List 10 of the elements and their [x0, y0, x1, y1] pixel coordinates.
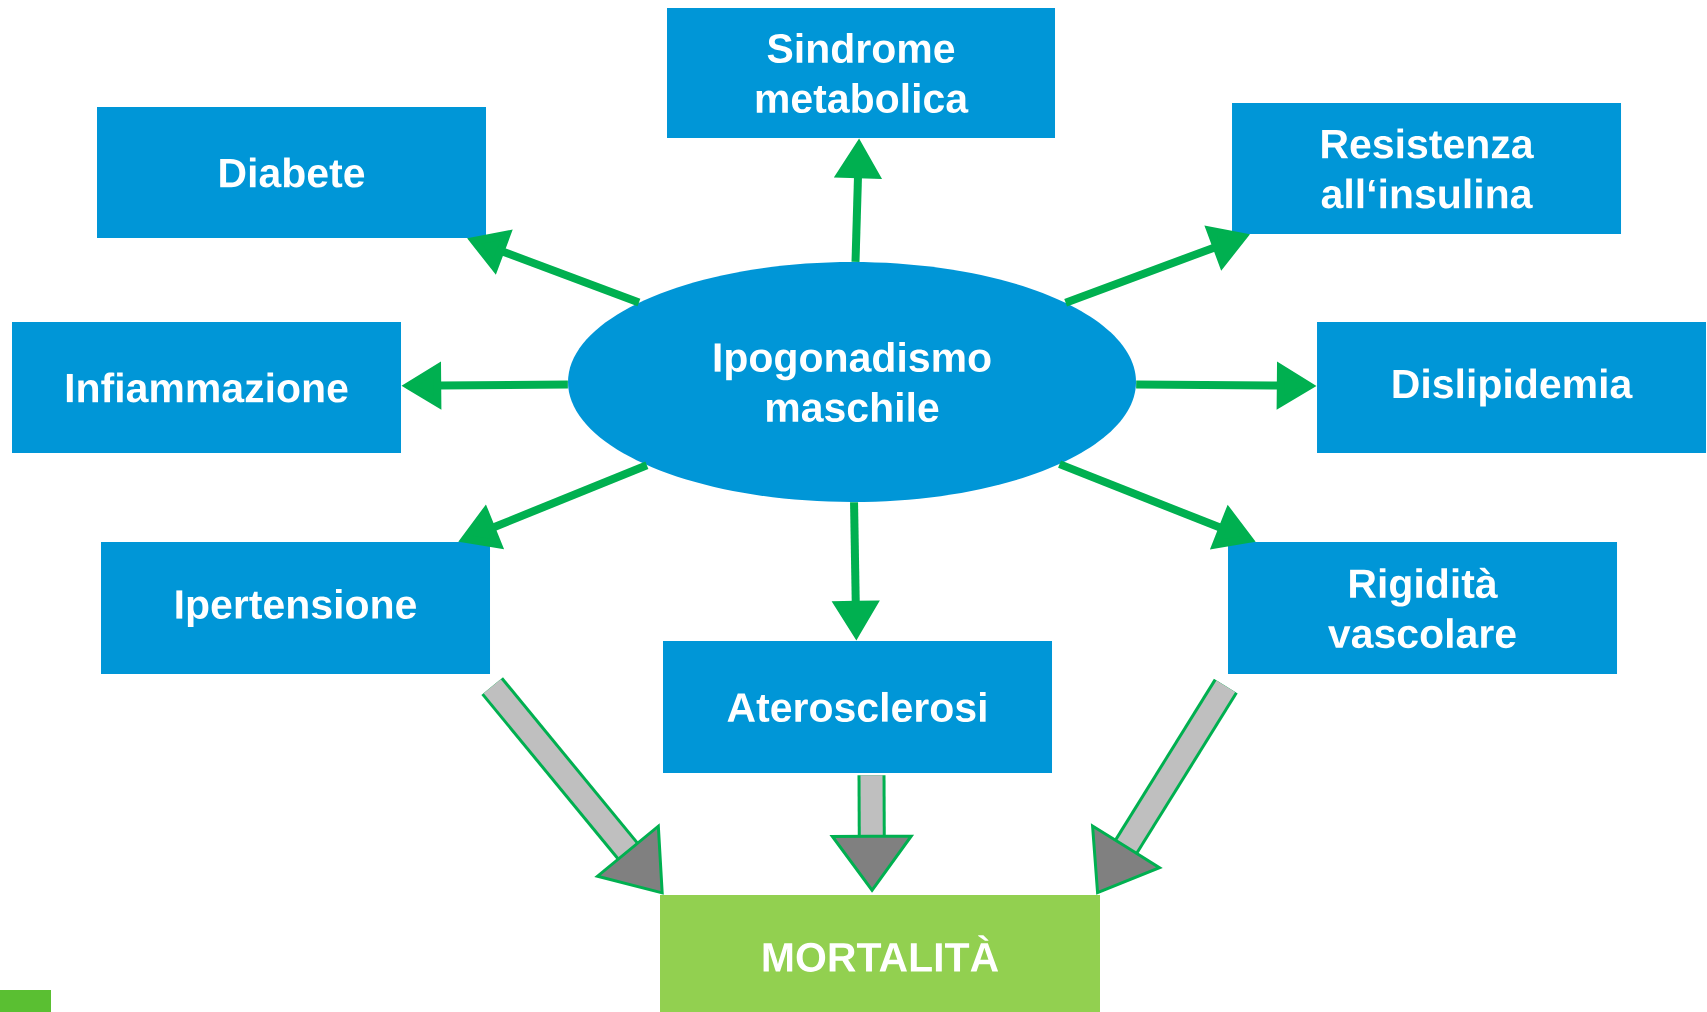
process-box: Aterosclerosi: [663, 641, 1052, 773]
process-box: Ipertensione: [101, 542, 490, 674]
process-box: Dislipidemia: [1317, 322, 1706, 453]
block-arrow: [481, 677, 664, 895]
result-box: MORTALITÀ: [660, 895, 1100, 1012]
process-box: Resistenza all‘insulina: [1232, 103, 1621, 234]
process-box: Diabete: [97, 107, 486, 238]
process-box: Infiammazione: [12, 322, 401, 453]
process-box: Sindrome metabolica: [667, 8, 1055, 138]
process-box: Rigidità vascolare: [1228, 542, 1617, 674]
